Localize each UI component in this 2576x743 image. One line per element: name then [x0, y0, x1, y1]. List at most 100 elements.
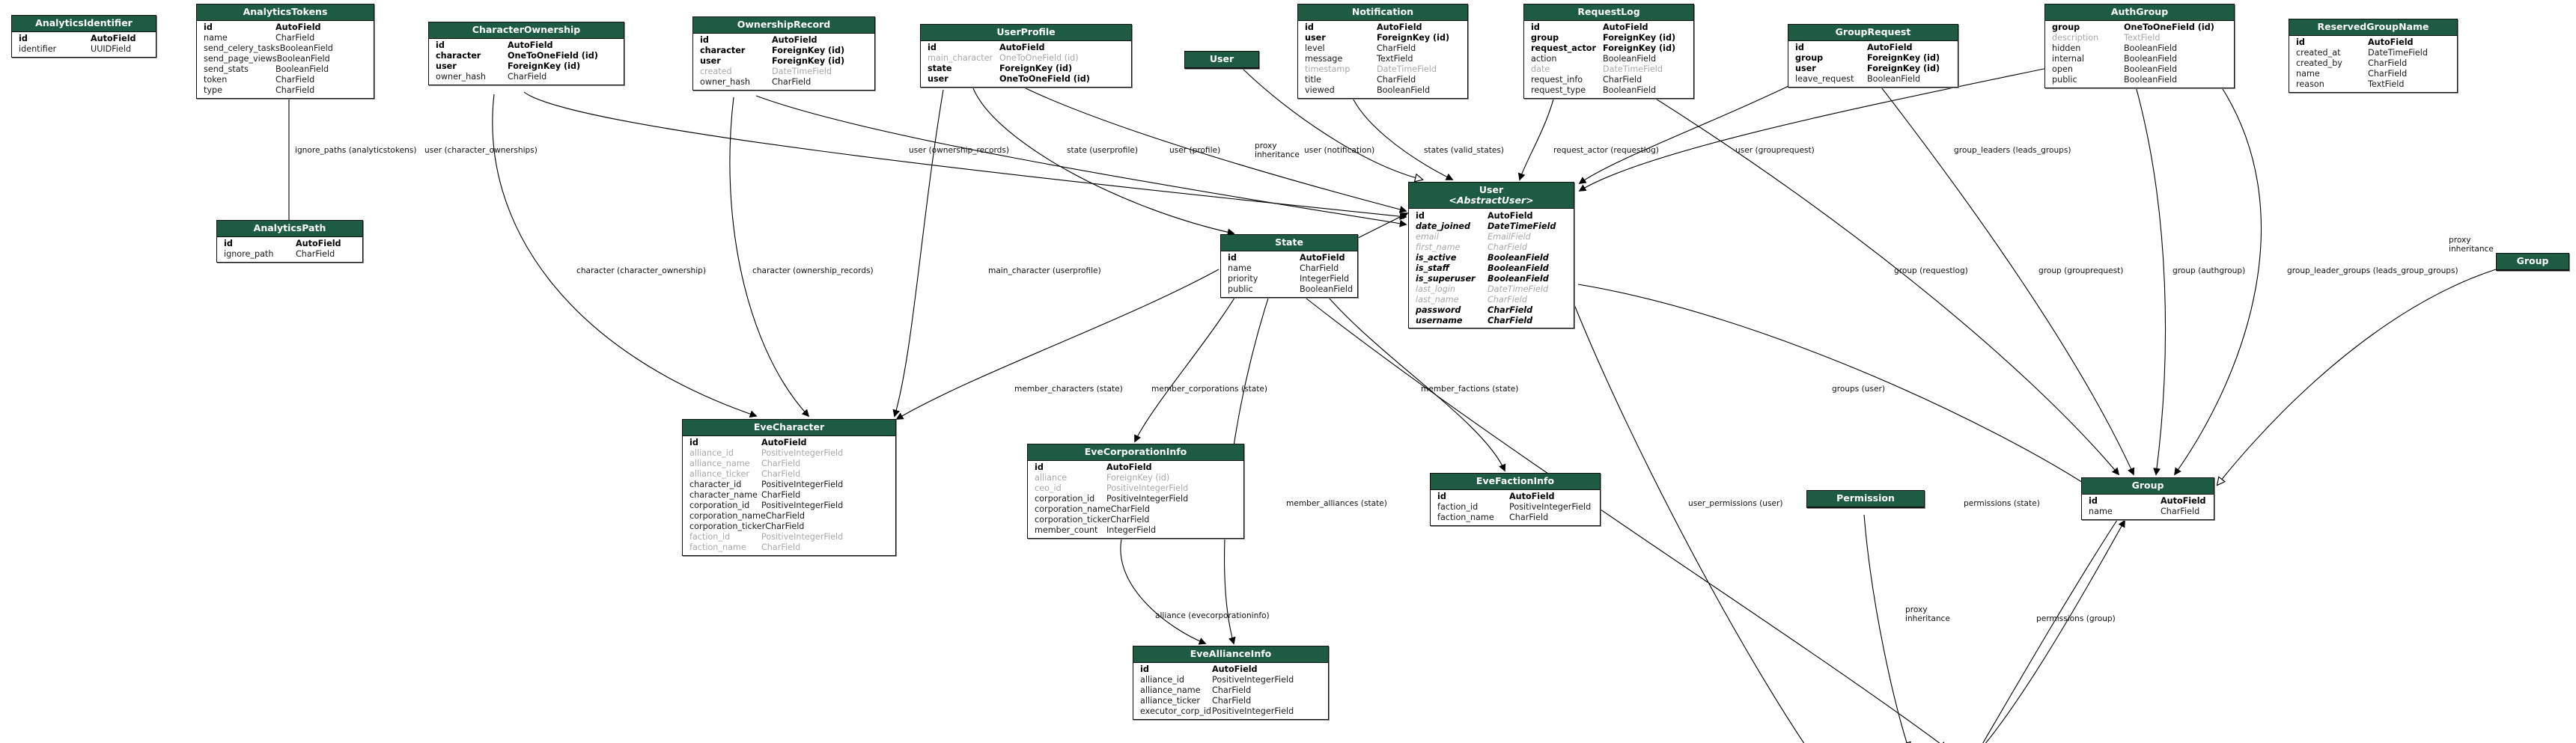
field-type: CharField — [1603, 75, 1642, 85]
lbl-user-notification: user (notification) — [1304, 146, 1375, 155]
field-type: ForeignKey (id) — [1603, 43, 1676, 53]
field-name: is_superuser — [1416, 273, 1476, 284]
field-name: is_active — [1416, 252, 1457, 263]
field-name: description — [2052, 33, 2099, 43]
field-type: AutoField — [91, 34, 136, 43]
entity-title-analyticspath: AnalyticsPath — [217, 221, 362, 237]
field-name: executor_corp_id — [1140, 706, 1212, 716]
field-name: hidden — [2052, 43, 2081, 53]
field-type: BooleanField — [1488, 263, 1549, 273]
field-type: CharField — [296, 249, 335, 259]
edge-permission-proxy-inheritance — [1863, 514, 1909, 743]
field-type: BooleanField — [276, 54, 330, 64]
field-type: DateTimeField — [2368, 48, 2428, 58]
field-name: email — [1416, 231, 1439, 242]
field-type: CharField — [1110, 504, 1150, 514]
field-name: token — [204, 75, 228, 85]
entity-name: OwnershipRecord — [737, 19, 831, 30]
field-type: AutoField — [275, 22, 321, 32]
entity-name: AuthGroup — [2110, 6, 2169, 17]
entity-name: Group — [2131, 480, 2164, 491]
field-name: send_page_views — [204, 54, 277, 64]
edge-evecorporationinfo-evealliainceinfo — [1120, 532, 1207, 645]
entity-title-characterownership: CharacterOwnership — [429, 22, 624, 39]
field-name: state — [928, 64, 952, 73]
field-name: title — [1305, 75, 1321, 85]
field-name: owner_hash — [436, 72, 487, 82]
field-type: PositiveIntegerField — [1212, 675, 1294, 685]
edge-user-permissions-permission — [1571, 299, 1805, 743]
lbl-user-character-ownerships: user (character_ownerships) — [424, 146, 538, 155]
entity-title-permission_small: Permission — [1807, 491, 1924, 507]
lbl-user-grouprequest: user (grouprequest) — [1735, 146, 1815, 155]
entity-name: Permission — [1836, 492, 1895, 504]
field-type: PositiveIntegerField — [761, 448, 844, 458]
entity-group_small[interactable]: Group — [2496, 253, 2569, 271]
field-type: AutoField — [761, 438, 807, 447]
field-name: user — [436, 61, 457, 71]
field-type: CharField — [2368, 69, 2408, 79]
field-type: AutoField — [1488, 210, 1533, 221]
field-name: id — [1531, 22, 1540, 32]
field-type: CharField — [765, 522, 805, 531]
field-type: CharField — [508, 72, 547, 82]
field-name: name — [2296, 69, 2320, 79]
edge-authgroup-leadergroups-group — [2174, 78, 2262, 476]
field-name: corporation_ticker — [1035, 515, 1111, 525]
field-type: BooleanField — [2124, 64, 2178, 74]
field-type: TextField — [2368, 79, 2405, 89]
field-name: send_celery_tasks — [204, 43, 280, 53]
entity-user_small[interactable]: User — [1184, 51, 1259, 69]
field-type: PositiveIntegerField — [1509, 502, 1592, 512]
field-type: CharField — [761, 469, 801, 479]
entity-name: AnalyticsTokens — [243, 6, 328, 17]
field-name: alliance_ticker — [689, 469, 749, 479]
lbl-group-grouprequest: group (grouprequest) — [2038, 266, 2124, 275]
field-type: TextField — [1377, 54, 1413, 64]
field-type: CharField — [1488, 294, 1527, 305]
field-name: open — [2052, 64, 2073, 74]
field-type: CharField — [1488, 315, 1533, 325]
entity-permission_small[interactable]: Permission — [1806, 490, 1925, 508]
entity-title-user_abstract: User<AbstractUser> — [1409, 183, 1574, 209]
